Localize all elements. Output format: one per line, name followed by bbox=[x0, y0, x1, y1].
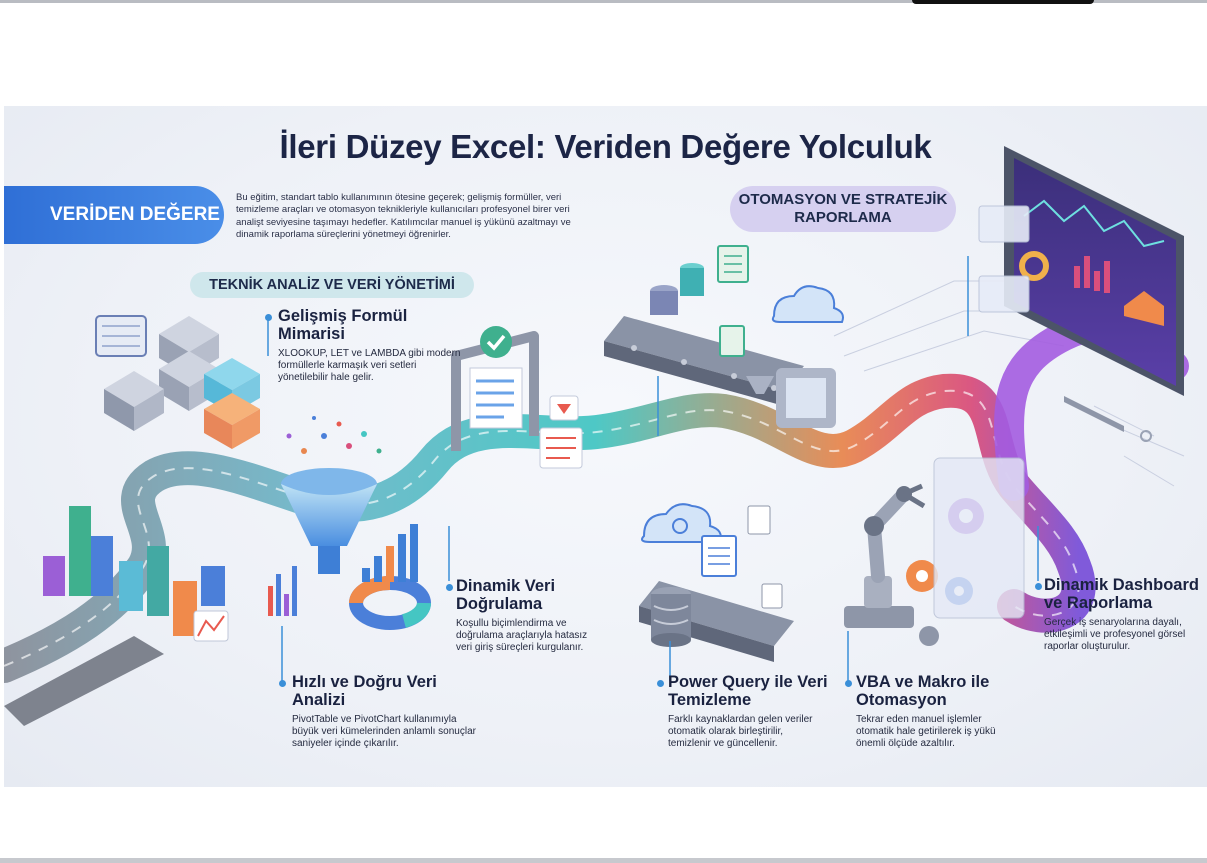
cloud-icon bbox=[641, 285, 844, 543]
step-heading: Hızlı ve Doğru Veri Analizi bbox=[292, 673, 437, 709]
infographic-poster: İleri Düzey Excel: Veriden Değere Yolcul… bbox=[4, 106, 1207, 787]
funnel-icon bbox=[281, 416, 382, 574]
intro-paragraph: Bu eğitim, standart tablo kullanımının ö… bbox=[236, 192, 571, 241]
database-icon bbox=[95, 315, 260, 449]
step-data-validation: Dinamik Veri Doğrulama Koşullu biçimlend… bbox=[456, 577, 588, 655]
bullet-dot bbox=[845, 680, 852, 687]
page-title: İleri Düzey Excel: Veriden Değere Yolcul… bbox=[279, 128, 932, 165]
bullet-dot bbox=[446, 584, 453, 591]
window-notch bbox=[912, 0, 1094, 4]
step-heading: Dinamik Dashboard ve Raporlama bbox=[1044, 576, 1199, 612]
step-power-query: Power Query ile Veri Temizleme Farklı ka… bbox=[668, 673, 828, 751]
window-top-bar bbox=[0, 0, 1207, 3]
step-data-analysis: Hızlı ve Doğru Veri Analizi PivotTable v… bbox=[292, 673, 482, 751]
step-description: PivotTable ve PivotChart kullanımıyla bü… bbox=[292, 714, 476, 750]
window-bottom-bar bbox=[0, 858, 1207, 863]
step-heading: Dinamik Veri Doğrulama bbox=[456, 577, 556, 613]
section-pill-automation: OTOMASYON VE STRATEJİK RAPORLAMA bbox=[730, 186, 956, 232]
bar-chart-icon bbox=[43, 506, 229, 642]
conveyor-icon bbox=[604, 245, 836, 428]
step-description: XLOOKUP, LET ve LAMBDA gibi modern formü… bbox=[278, 348, 461, 384]
infographic-artwork bbox=[4, 146, 1189, 726]
bullet-dot bbox=[657, 680, 664, 687]
step-description: Farklı kaynaklardan gelen veriler otomat… bbox=[668, 714, 813, 750]
data-particles bbox=[286, 416, 382, 454]
bullet-dot bbox=[1035, 583, 1042, 590]
donut-chart-icon bbox=[349, 576, 431, 630]
bullet-dot bbox=[265, 314, 272, 321]
monitor-dashboard-icon bbox=[978, 146, 1184, 442]
step-vba-macro: VBA ve Makro ile Otomasyon Tekrar eden m… bbox=[856, 673, 1016, 751]
bar-chart-icon-small bbox=[268, 524, 418, 616]
section-pill-technical: TEKNİK ANALİZ VE VERİ YÖNETİMİ bbox=[190, 272, 474, 298]
bullet-dot bbox=[279, 680, 286, 687]
connector-lines bbox=[267, 256, 1039, 681]
road-segment bbox=[4, 636, 164, 726]
veriden-degere-ribbon: VERİDEN DEĞERE bbox=[4, 186, 224, 244]
step-heading: Power Query ile Veri Temizleme bbox=[668, 673, 828, 709]
automation-panel bbox=[933, 457, 1025, 619]
step-dashboard-reporting: Dinamik Dashboard ve Raporlama Gerçek iş… bbox=[1044, 576, 1200, 654]
step-heading: VBA ve Makro ile Otomasyon bbox=[856, 673, 990, 709]
check-gate-icon bbox=[451, 326, 583, 469]
step-heading: Gelişmiş Formül Mimarisi bbox=[278, 307, 408, 343]
step-description: Tekrar eden manuel işlemler otomatik hal… bbox=[856, 714, 996, 750]
step-description: Koşullu biçimlendirma ve doğrulama araçl… bbox=[456, 618, 588, 654]
power-query-conveyor bbox=[639, 505, 794, 662]
step-description: Gerçek iş senaryolarına dayalı, etkileşi… bbox=[1044, 617, 1186, 653]
step-formula-architecture: Gelişmiş Formül Mimarisi XLOOKUP, LET ve… bbox=[278, 307, 468, 385]
robot-arm-icon bbox=[844, 483, 926, 628]
